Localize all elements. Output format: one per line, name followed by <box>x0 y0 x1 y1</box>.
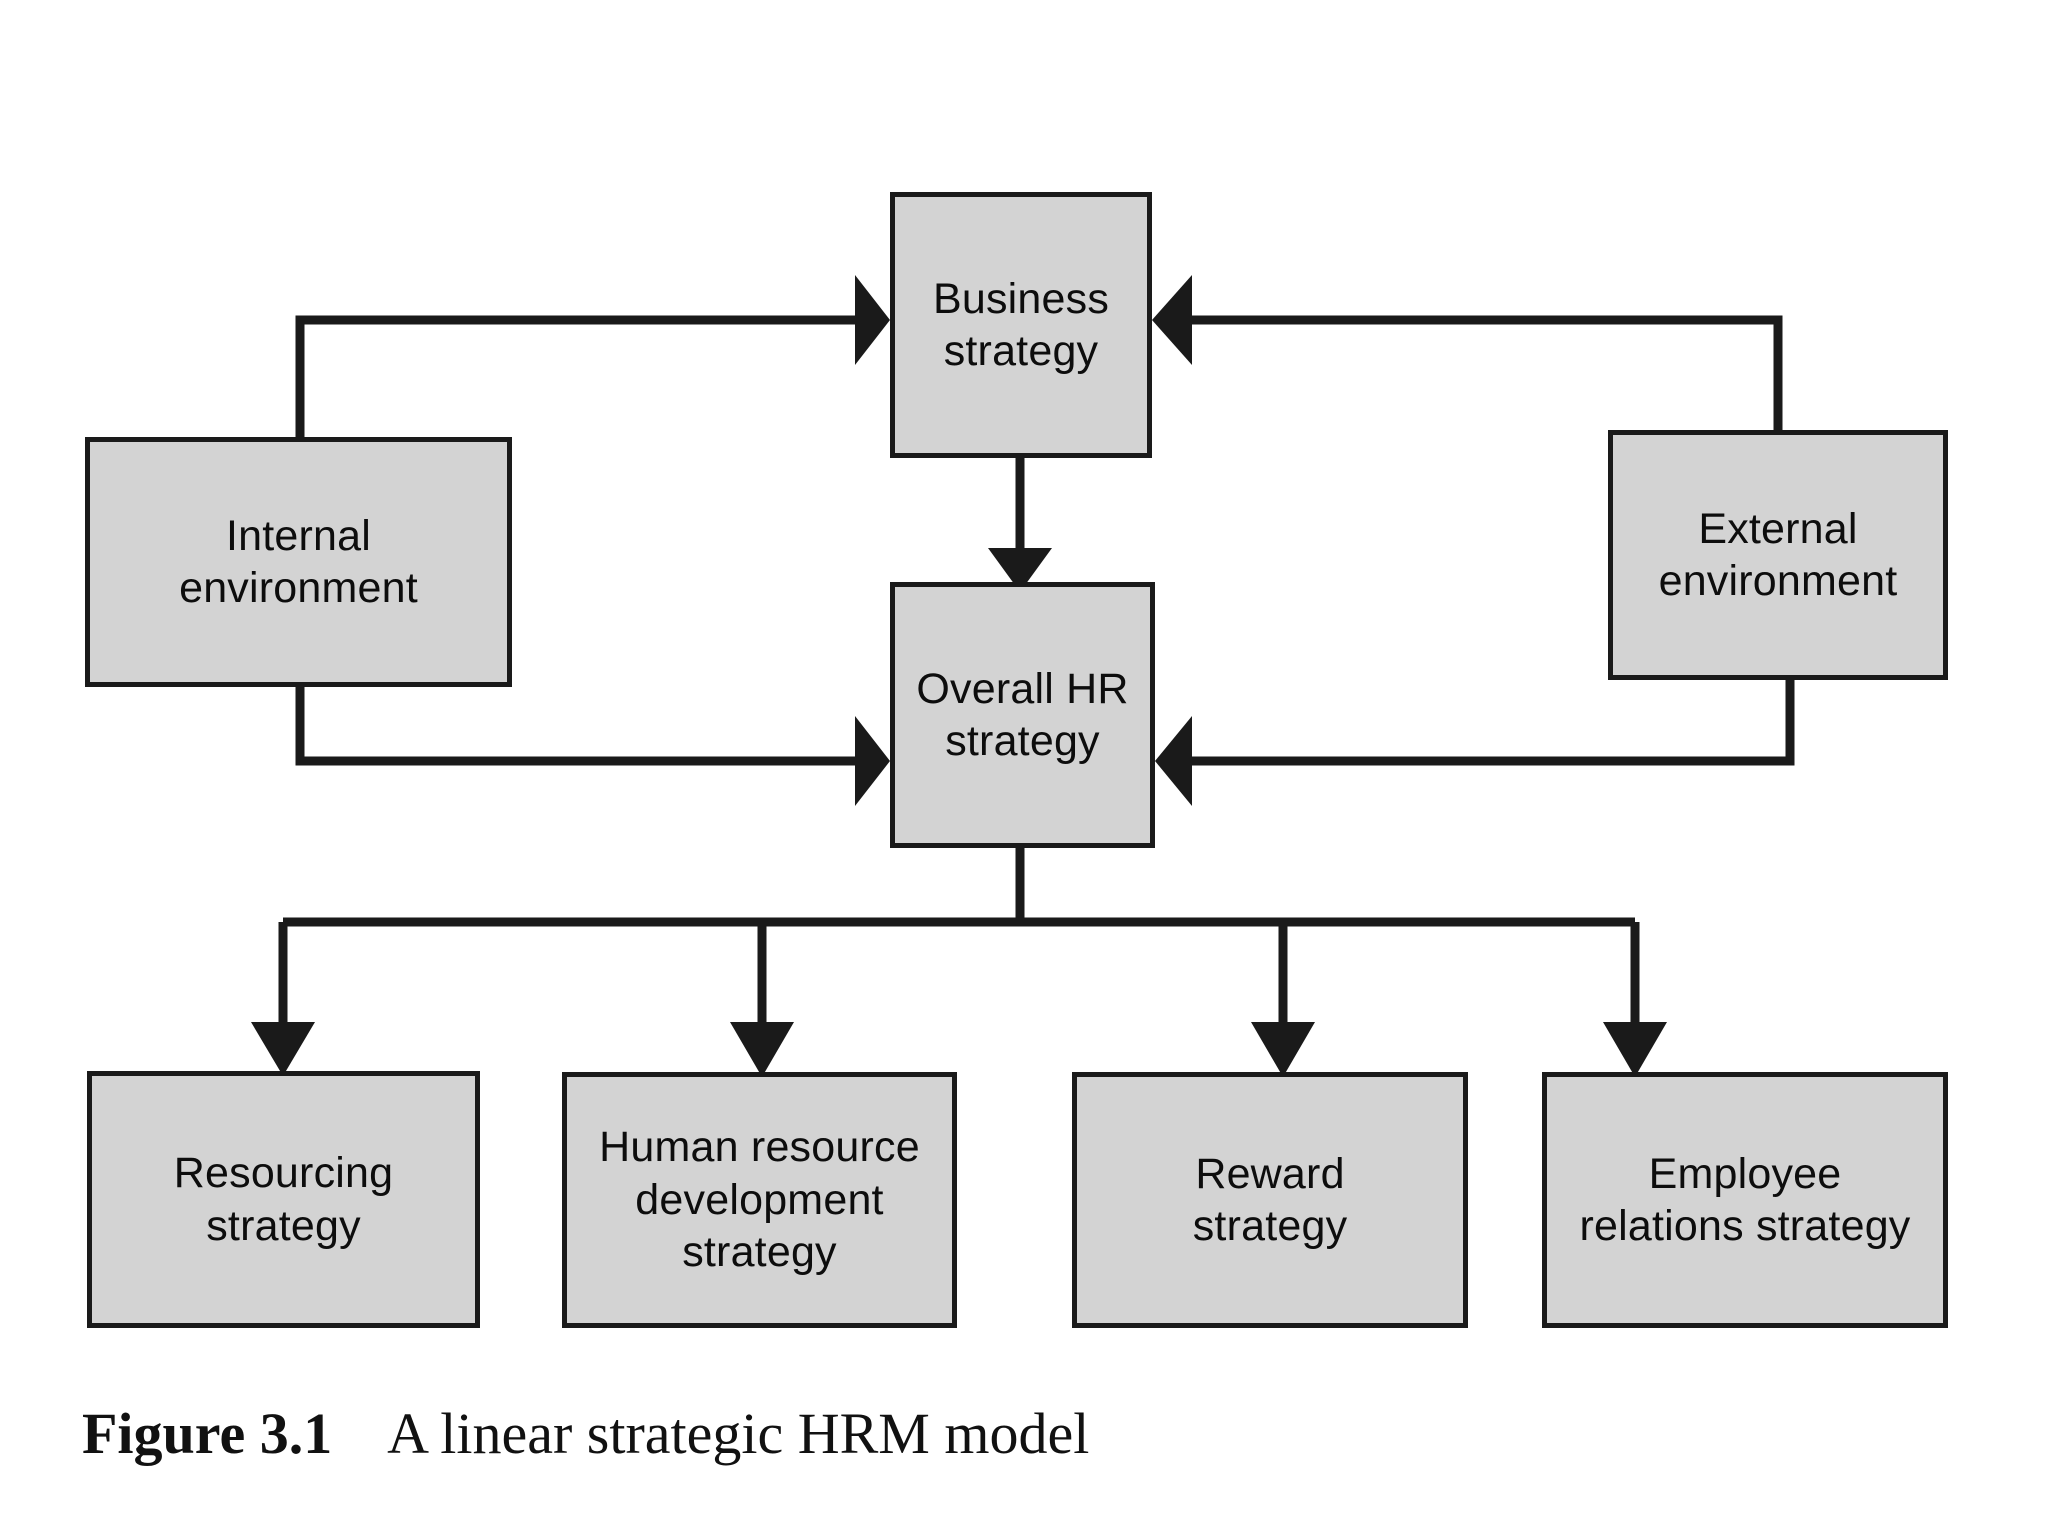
edge-external-to-hr <box>1192 680 1795 766</box>
arrowhead-left-hr <box>1155 716 1192 806</box>
edge-internal-to-hr <box>295 687 855 766</box>
edge-internal-to-business <box>295 315 855 437</box>
arrowhead-right-business <box>855 275 890 365</box>
figure-caption-gap <box>332 1401 387 1466</box>
figure-caption: Figure 3.1 A linear strategic HRM model <box>82 1400 1089 1467</box>
figure-caption-title: A linear strategic HRM model <box>387 1401 1090 1466</box>
arrowhead-down-reward <box>1251 1022 1315 1077</box>
arrowhead-left-business <box>1152 275 1192 365</box>
arrowhead-down-employee <box>1603 1022 1667 1077</box>
arrowhead-down-hrd <box>730 1022 794 1077</box>
edge-external-to-business <box>1192 315 1783 430</box>
arrowhead-down-resourcing <box>251 1022 315 1076</box>
arrowhead-right-hr <box>855 716 890 806</box>
figure-number: Figure 3.1 <box>82 1401 333 1466</box>
